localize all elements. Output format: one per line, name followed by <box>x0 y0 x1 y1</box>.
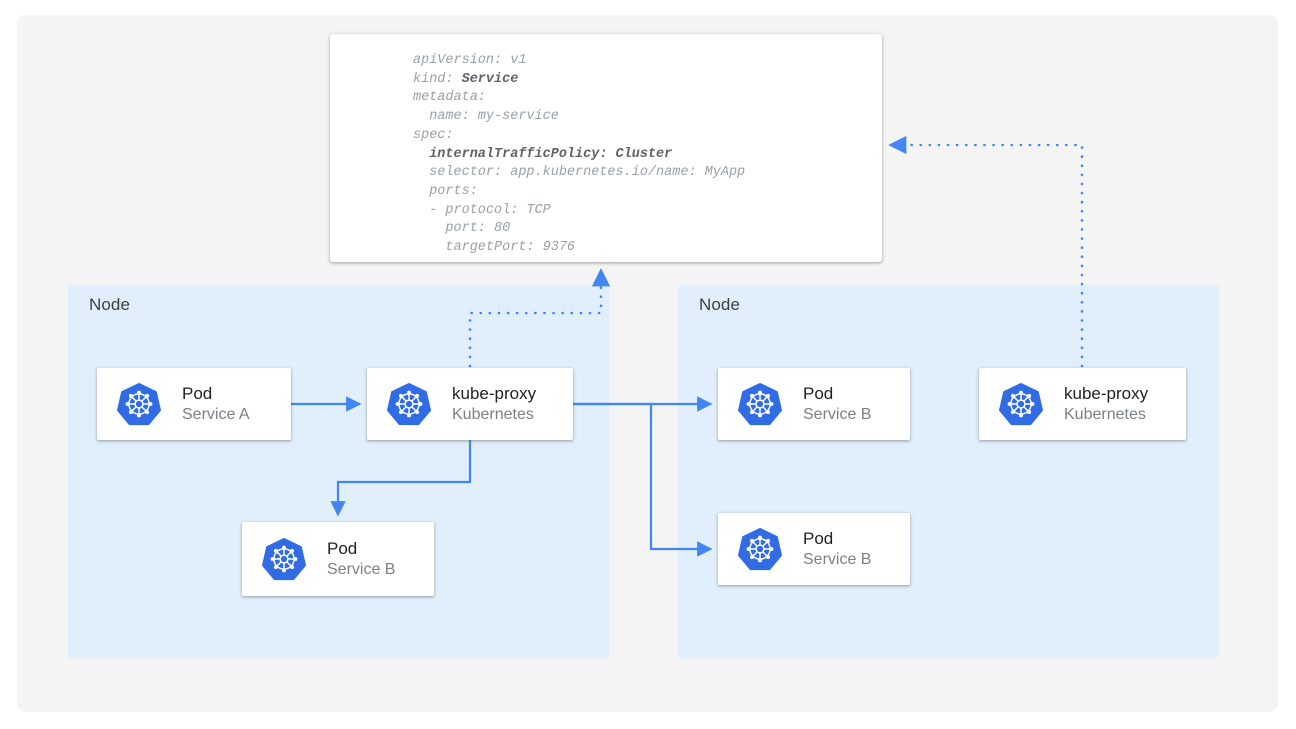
card-title: Pod <box>182 383 213 403</box>
card-title: kube-proxy <box>1064 383 1149 403</box>
card-subtitle: Service B <box>327 560 396 578</box>
card-subtitle: Kubernetes <box>452 405 534 423</box>
card-title: Pod <box>803 528 834 548</box>
card-subtitle: Service B <box>803 405 872 423</box>
service-spec-yaml: apiVersion: v1 kind: Service metadata: n… <box>413 53 746 256</box>
kubernetes-icon <box>386 382 432 426</box>
kubernetes-icon <box>116 382 162 426</box>
card-pod-service-a[interactable]: Pod Service A <box>97 368 291 440</box>
card-pod-service-b-remote-bottom[interactable]: Pod Service B <box>718 513 910 585</box>
node-container-right: Node <box>678 285 1219 658</box>
card-subtitle: Service B <box>803 550 872 568</box>
card-subtitle: Kubernetes <box>1064 405 1146 423</box>
card-pod-service-b-remote-top[interactable]: Pod Service B <box>718 368 910 440</box>
node-label-left: Node <box>89 295 131 314</box>
card-kube-proxy-right[interactable]: kube-proxy Kubernetes <box>979 368 1186 440</box>
card-subtitle: Service A <box>182 405 250 423</box>
card-pod-service-b-local[interactable]: Pod Service B <box>242 522 434 596</box>
node-container-left: Node <box>68 285 609 658</box>
card-kube-proxy-left[interactable]: kube-proxy Kubernetes <box>367 368 573 440</box>
kubernetes-icon <box>998 382 1044 426</box>
service-spec-card: apiVersion: v1 kind: Service metadata: n… <box>330 34 882 262</box>
card-title: kube-proxy <box>452 383 537 403</box>
kubernetes-icon <box>261 537 307 581</box>
kubernetes-icon <box>737 527 783 571</box>
kubernetes-icon <box>737 382 783 426</box>
card-title: Pod <box>803 383 834 403</box>
node-label-right: Node <box>699 295 741 314</box>
card-title: Pod <box>327 538 358 558</box>
